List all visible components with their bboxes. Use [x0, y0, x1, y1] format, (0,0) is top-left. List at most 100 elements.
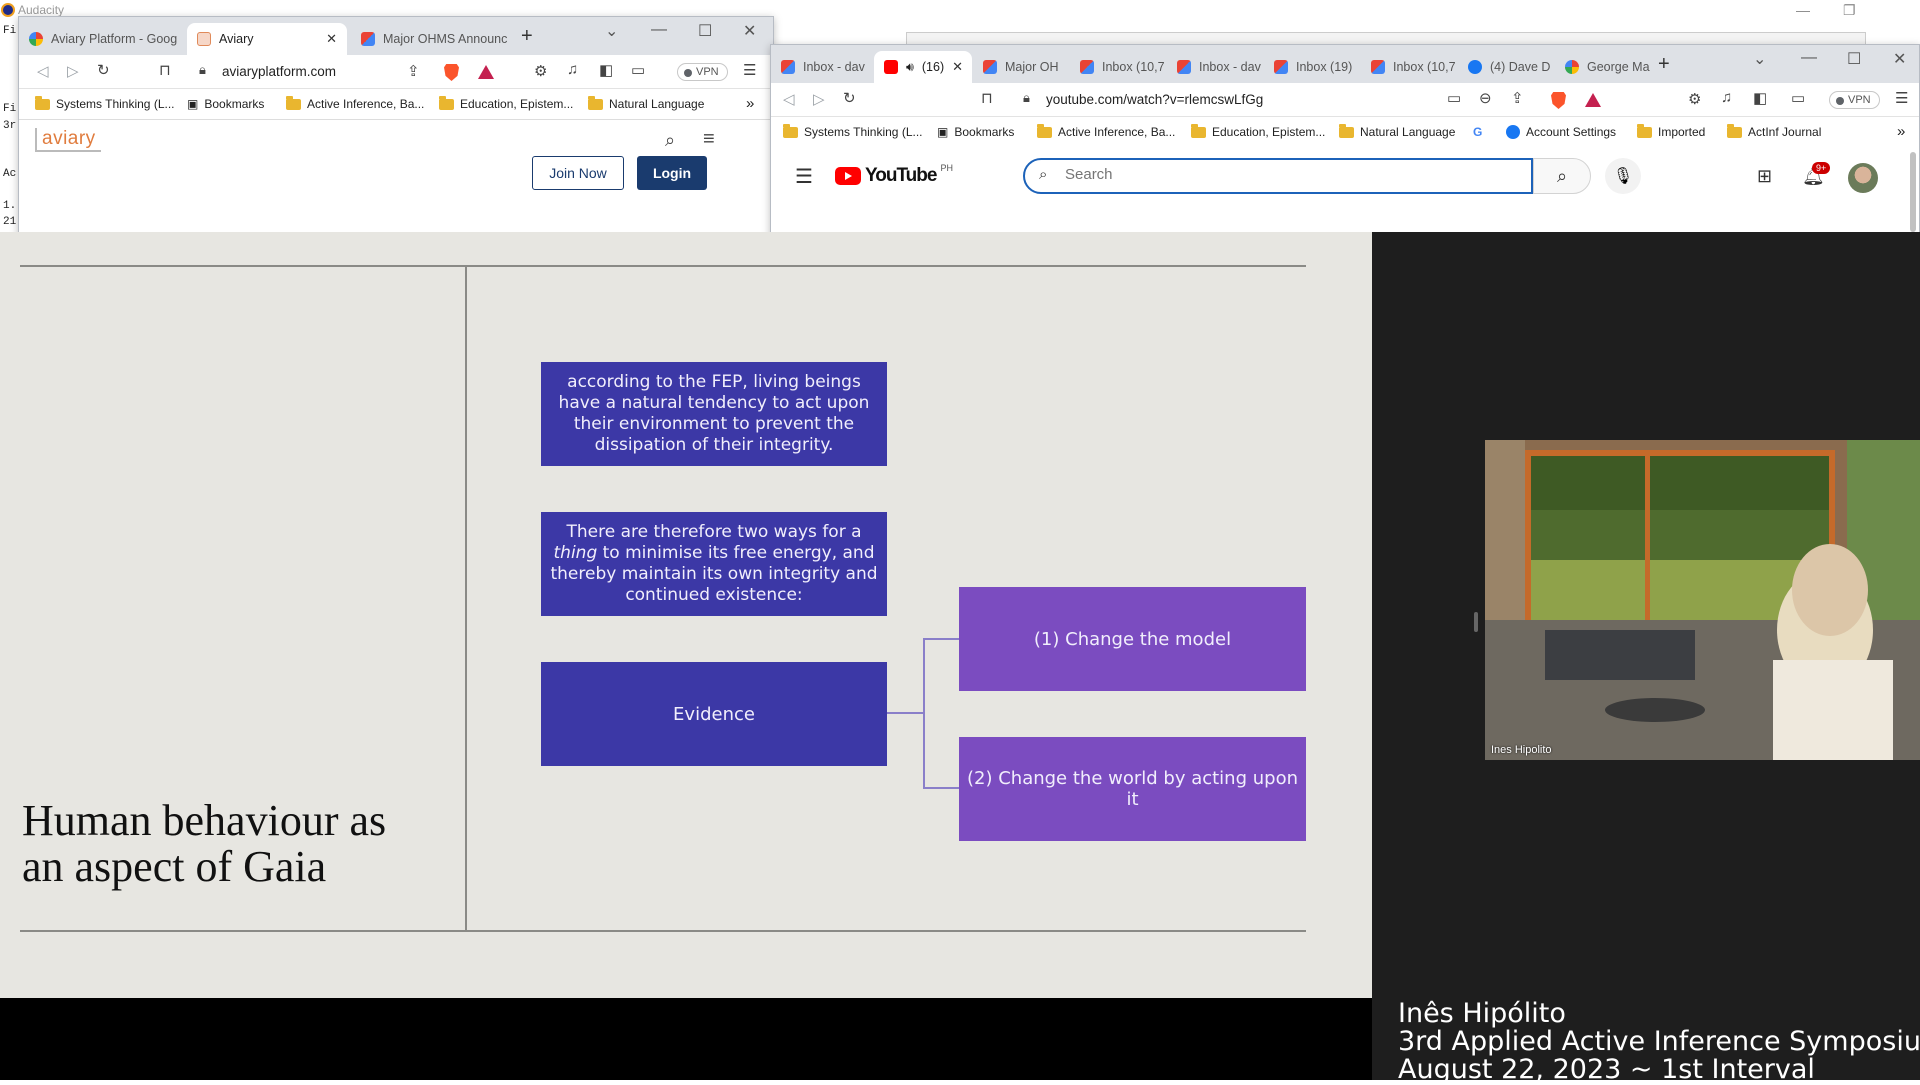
address-bar[interactable]: aviaryplatform.com — [222, 64, 337, 79]
hamburger-menu-icon[interactable]: ≡ — [703, 128, 715, 150]
bookmark-icon[interactable]: ⊓ — [159, 62, 171, 79]
zoom-icon[interactable]: ⊖ — [1479, 90, 1492, 107]
maximize-icon[interactable]: ☐ — [1847, 51, 1862, 68]
extensions-icon[interactable]: ⚙ — [534, 63, 548, 80]
google-icon — [29, 32, 43, 46]
tab-aviary-google[interactable]: Aviary Platform - Goog — [19, 23, 184, 55]
back-icon[interactable]: ◁ — [783, 91, 795, 108]
more-bookmarks-icon[interactable]: » — [746, 95, 755, 112]
youtube-search-box[interactable]: ⌕ — [1023, 158, 1533, 194]
gmail-icon — [361, 32, 375, 46]
bookmark-folder[interactable]: Natural Language — [1339, 123, 1456, 139]
tab-aviary[interactable]: Aviary ✕ — [187, 23, 347, 55]
aviary-logo[interactable]: aviary — [35, 128, 101, 152]
vpn-button[interactable]: VPN — [677, 63, 728, 81]
maximize-icon[interactable]: ☐ — [698, 23, 713, 40]
extensions-icon[interactable]: ⚙ — [1688, 91, 1702, 108]
search-icon[interactable]: ⌕ — [665, 130, 676, 150]
tab-youtube[interactable]: 🔊︎(16)✕ — [874, 51, 972, 83]
bookmark-folder[interactable]: Education, Epistem... — [439, 95, 573, 111]
bookmark-folder[interactable]: ActInf Journal — [1727, 123, 1821, 139]
reload-icon[interactable]: ↻ — [843, 90, 856, 107]
menu-icon[interactable]: ☰ — [743, 62, 757, 79]
restore-icon[interactable]: ❐ — [1843, 2, 1856, 18]
youtube-search-input[interactable] — [1065, 166, 1505, 183]
tab-search-icon[interactable]: ⌄ — [605, 23, 619, 40]
bookmark-folder[interactable]: Education, Epistem... — [1191, 123, 1326, 139]
minimize-icon[interactable]: — — [1801, 49, 1817, 66]
minimize-icon[interactable]: — — [1796, 2, 1810, 18]
new-tab-button[interactable]: + — [521, 25, 533, 47]
create-video-icon[interactable]: ⊞ — [1757, 166, 1773, 186]
bookmark-folder[interactable]: ▣Bookmarks — [187, 97, 264, 111]
bookmark-folder[interactable]: Natural Language — [588, 95, 704, 111]
bookmark-folder[interactable]: Active Inference, Ba... — [1037, 123, 1175, 139]
scrollbar[interactable] — [1910, 152, 1916, 232]
bookmark-folder[interactable]: ▣Bookmarks — [937, 125, 1014, 139]
bookmark-folder[interactable]: Imported — [1637, 123, 1705, 139]
tab-label: Aviary Platform - Goog — [51, 32, 178, 46]
brave-rewards-icon[interactable] — [478, 65, 494, 79]
menu-icon[interactable]: ☰ — [1895, 90, 1909, 107]
bookmark-link[interactable]: Account Settings — [1506, 125, 1616, 139]
tab-inbox[interactable]: Inbox - dav — [771, 51, 873, 83]
brave-shield-icon[interactable] — [1551, 92, 1566, 109]
youtube-menu-icon[interactable]: ☰ — [795, 166, 813, 188]
forward-icon[interactable]: ▷ — [67, 63, 79, 80]
bookmark-folder[interactable]: Active Inference, Ba... — [286, 95, 424, 111]
tab-google[interactable]: George Ma — [1555, 51, 1651, 83]
youtube-logo[interactable]: YouTube PH — [835, 163, 953, 187]
close-icon[interactable]: ✕ — [1893, 51, 1907, 68]
tab-label: Major OH — [1005, 60, 1059, 74]
bookmark-label: Account Settings — [1526, 125, 1617, 139]
wallet-icon[interactable]: ▭ — [631, 62, 646, 79]
sidebar-icon[interactable]: ◧ — [599, 62, 614, 79]
participant-video[interactable]: Ines Hipolito — [1485, 440, 1920, 760]
media-icon[interactable]: ♫ — [567, 61, 579, 78]
close-tab-icon[interactable]: ✕ — [952, 59, 964, 74]
tab-inbox[interactable]: Inbox (10,7 — [1361, 51, 1457, 83]
reload-icon[interactable]: ↻ — [97, 62, 110, 79]
tab-search-icon[interactable]: ⌄ — [1753, 51, 1767, 68]
tab-label: Inbox - dav — [1199, 60, 1261, 74]
youtube-play-icon — [835, 167, 861, 185]
share-icon[interactable]: ⇪ — [1511, 90, 1524, 107]
close-tab-icon[interactable]: ✕ — [326, 31, 337, 46]
tab-inbox[interactable]: Inbox (10,7 — [1070, 51, 1166, 83]
more-bookmarks-icon[interactable]: » — [1897, 123, 1906, 140]
folder-icon — [1037, 123, 1052, 138]
tab-major-ohms[interactable]: Major OHMS Announc — [351, 23, 521, 55]
vpn-button[interactable]: VPN — [1829, 91, 1880, 109]
bookmark-folder[interactable]: Systems Thinking (L... — [783, 123, 923, 139]
back-icon[interactable]: ◁ — [37, 63, 49, 80]
brave-shield-icon[interactable] — [444, 64, 459, 81]
aud-text: Fi — [3, 103, 17, 115]
close-icon[interactable]: ✕ — [743, 23, 757, 40]
sidebar-icon[interactable]: ◧ — [1753, 90, 1768, 107]
share-icon[interactable]: ⇪ — [407, 63, 420, 80]
tab-facebook[interactable]: (4) Dave D — [1458, 51, 1554, 83]
cast-icon[interactable]: ▭ — [1447, 90, 1462, 107]
avatar[interactable] — [1848, 163, 1878, 193]
bookmark-icon[interactable]: ⊓ — [981, 90, 993, 107]
join-now-button[interactable]: Join Now — [532, 156, 624, 190]
tab-inbox[interactable]: Inbox - dav — [1167, 51, 1263, 83]
media-icon[interactable]: ♫ — [1721, 89, 1733, 106]
tab-major-oh[interactable]: Major OH — [973, 51, 1069, 83]
bookmark-label: Education, Epistem... — [1212, 125, 1326, 139]
panel-resize-handle[interactable] — [1474, 612, 1478, 632]
tab-inbox[interactable]: Inbox (19) — [1264, 51, 1360, 83]
bookmark-link[interactable]: G — [1473, 125, 1482, 139]
wallet-icon[interactable]: ▭ — [1791, 90, 1806, 107]
bookmark-label: Natural Language — [1360, 125, 1456, 139]
bookmark-folder[interactable]: Systems Thinking (L... — [35, 95, 175, 111]
youtube-search-button[interactable]: ⌕ — [1533, 158, 1591, 194]
login-button[interactable]: Login — [637, 156, 707, 190]
connector — [923, 638, 959, 640]
new-tab-button[interactable]: + — [1658, 53, 1670, 75]
forward-icon[interactable]: ▷ — [813, 91, 825, 108]
address-bar[interactable]: youtube.com/watch?v=rlemcswLfGg — [1046, 92, 1264, 107]
minimize-icon[interactable]: — — [651, 21, 667, 38]
brave-rewards-icon[interactable] — [1585, 93, 1601, 107]
voice-search-button[interactable]: 🎙︎ — [1605, 158, 1641, 194]
